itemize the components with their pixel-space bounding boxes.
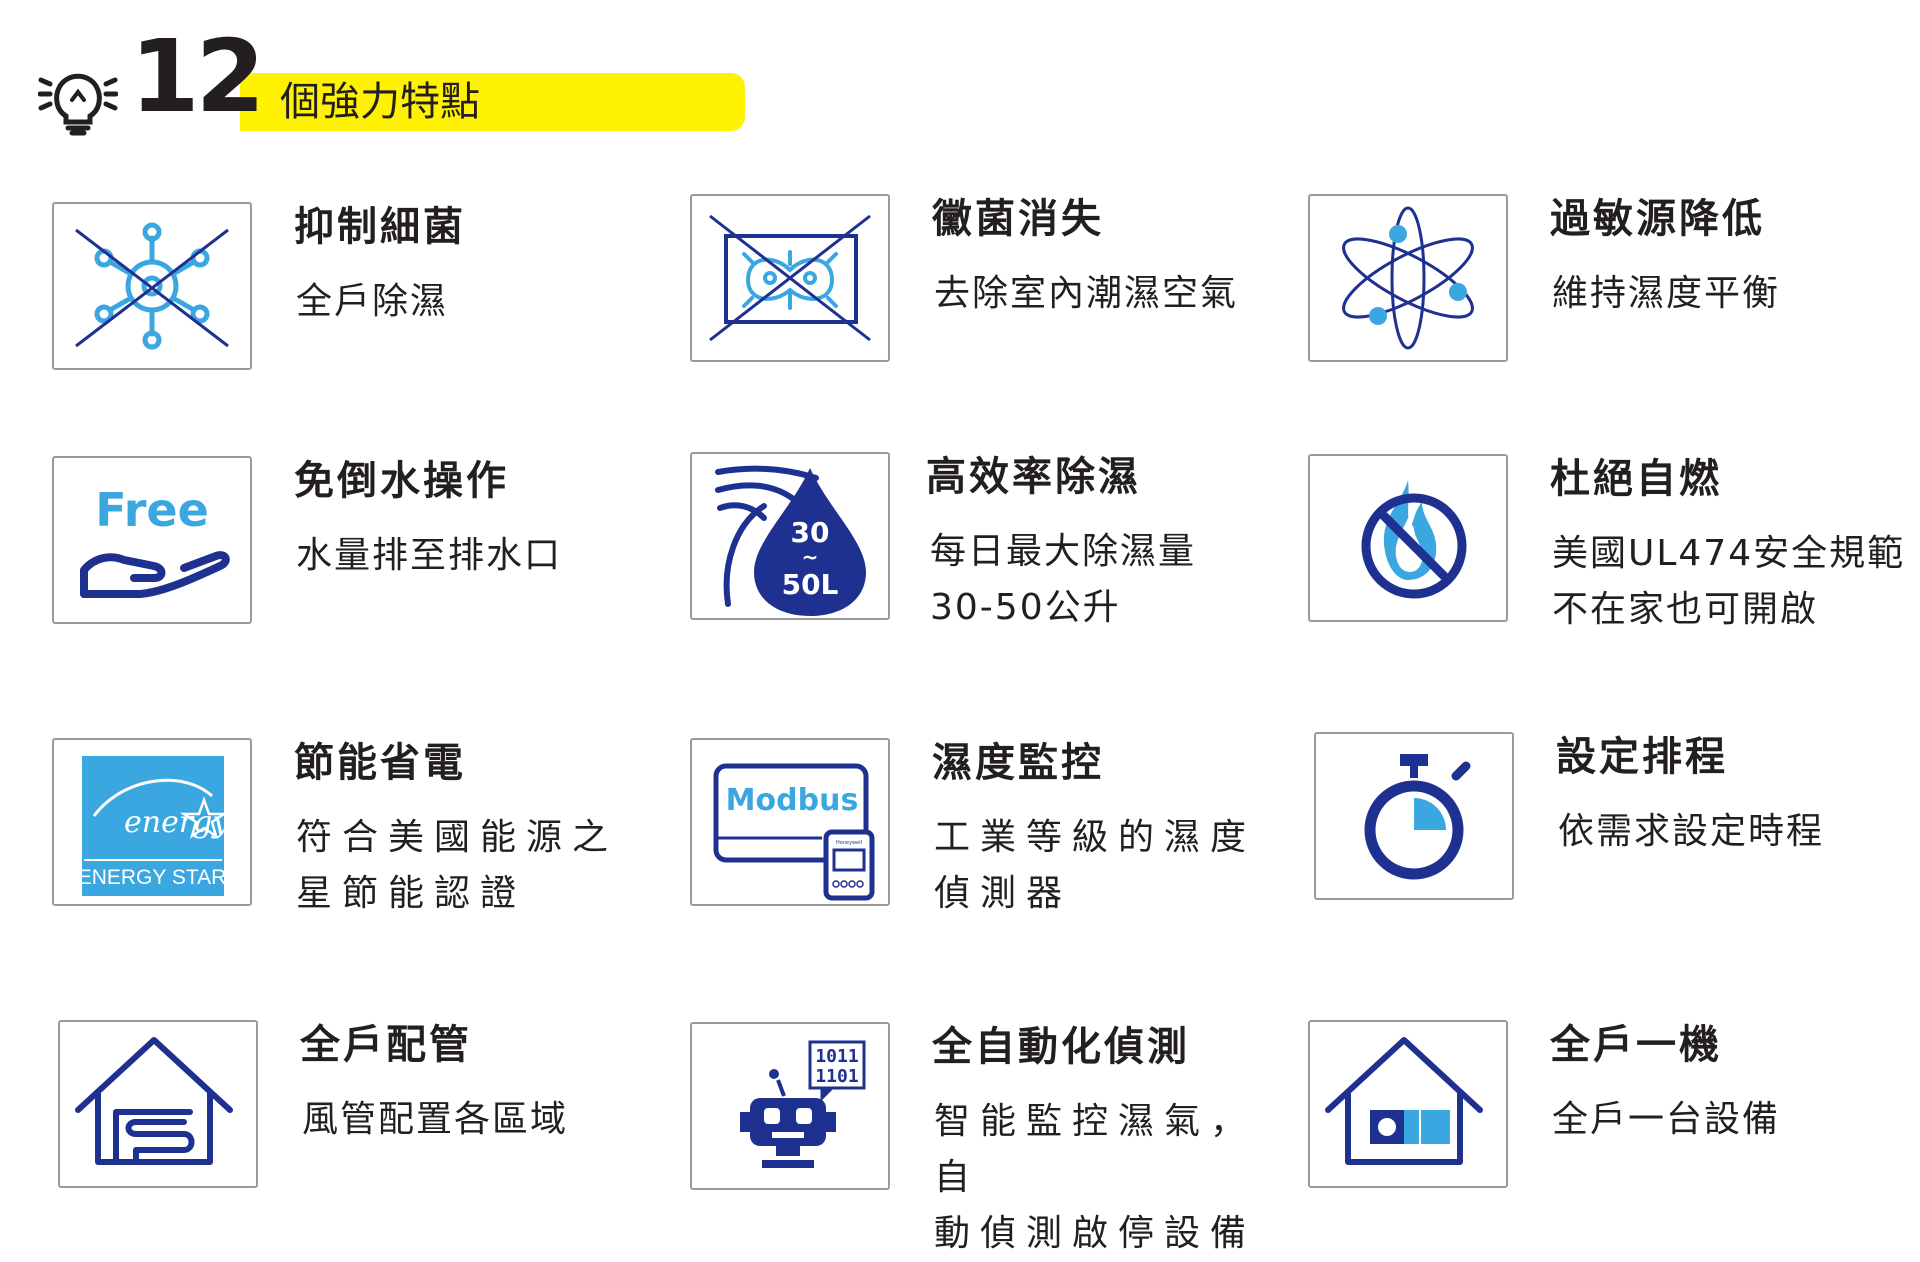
modbus-sensor-icon: Modbus Honeywell [713,763,875,901]
atom-icon [1342,206,1474,350]
feature-description: 去除室內潮濕空氣 [934,273,1239,314]
feature-icon-box [58,1020,258,1188]
no-mold-icon [709,214,871,342]
feature-title: 高效率除濕 [926,454,1141,500]
feature-icon-box [1308,1020,1508,1188]
feature-title: 設定排程 [1556,734,1728,780]
feature-title: 濕度監控 [932,740,1104,786]
feature-title: 全戶一機 [1550,1022,1722,1068]
svg-text:1011: 1011 [815,1046,858,1067]
energy-star-icon: energy ENERGY STAR [78,756,230,896]
feature-title: 全自動化偵測 [932,1024,1190,1070]
feature-description: 水量排至排水口 [296,535,563,576]
feature-description: 每日最大除濕量 30-50公升 [930,531,1197,628]
feature-mold-removal: 黴菌消失 去除室內潮濕空氣 [690,194,1290,424]
feature-description: 美國UL474安全規範 不在家也可開啟 [1552,533,1906,630]
feature-description: 智能監控濕氣，自 動偵測啟停設備 [934,1101,1257,1254]
svg-text:ENERGY STAR: ENERGY STAR [78,866,227,889]
feature-description: 符合美國能源之 星節能認證 [296,817,619,914]
house-unit-icon [1325,1037,1483,1165]
feature-suppress-bacteria: 抑制細菌 全戶除濕 [52,202,652,432]
svg-text:~: ~ [802,545,819,569]
feature-description: 風管配置各區域 [302,1099,569,1140]
feature-description: 依需求設定時程 [1558,811,1825,852]
feature-title: 節能省電 [294,740,466,786]
svg-text:30: 30 [791,516,830,549]
feature-icon-box: 1011 1101 [690,1022,890,1190]
robot-icon: 1011 1101 [740,1040,866,1168]
no-bacteria-icon [75,222,229,350]
feature-high-efficiency: 30 ~ 50L 高效率除濕 每日最大除濕量 30-50公升 [690,452,1290,682]
svg-text:1101: 1101 [815,1066,858,1087]
feature-icon-box: Free [52,456,252,624]
feature-allergen-reduction: 過敏源降低 維持濕度平衡 [1308,194,1908,424]
feature-auto-detection: 1011 1101 全自動化偵測 智能監控濕氣，自 動偵測啟停設備 [690,1022,1290,1254]
feature-fire-safety: 杜絕自燃 美國UL474安全規範 不在家也可開啟 [1308,454,1908,684]
feature-title: 過敏源降低 [1550,196,1765,242]
feature-title: 全戶配管 [300,1022,472,1068]
svg-text:Honeywell: Honeywell [836,840,862,846]
svg-text:Modbus: Modbus [726,783,859,818]
lightbulb-icon [38,73,118,136]
feature-title: 抑制細菌 [294,204,466,250]
feature-one-unit-whole-house: 全戶一機 全戶一台設備 [1308,1020,1908,1250]
feature-count: 12 [130,18,265,135]
feature-title: 免倒水操作 [294,458,509,504]
feature-icon-box: energy ENERGY STAR [52,738,252,906]
feature-icon-box: 30 ~ 50L [690,452,890,620]
feature-icon-box: Modbus Honeywell [690,738,890,906]
feature-schedule: 設定排程 依需求設定時程 [1314,732,1914,962]
house-duct-icon [75,1037,233,1165]
feature-icon-box [1314,732,1514,900]
feature-energy-saving: energy ENERGY STAR 節能省電 符合美國能源之 星節能認證 [52,738,652,968]
feature-no-water-emptying: Free 免倒水操作 水量排至排水口 [52,456,652,686]
feature-description: 維持濕度平衡 [1552,273,1781,314]
feature-icon-box [690,194,890,362]
feature-icon-box [1308,454,1508,622]
feature-description: 工業等級的濕度 偵測器 [934,817,1257,914]
no-fire-icon [1361,480,1467,599]
header-title: 個強力特點 [280,79,480,125]
header-highlight-bar [240,73,745,131]
stopwatch-icon [1364,754,1471,880]
section-header: 12 個強力特點 [0,0,800,140]
free-label: Free [95,483,209,537]
feature-title: 杜絕自燃 [1550,456,1722,502]
svg-text:50L: 50L [782,568,839,601]
feature-humidity-monitoring: Modbus Honeywell 濕度監控 工業等級的濕度 偵測器 [690,738,1290,968]
feature-whole-house-ducting: 全戶配管 風管配置各區域 [58,1020,658,1250]
water-drop-capacity-icon: 30 ~ 50L [715,465,866,616]
free-hand-icon: Free [80,483,230,598]
feature-title: 黴菌消失 [932,196,1104,242]
feature-description: 全戶一台設備 [1552,1099,1781,1140]
feature-icon-box [52,202,252,370]
feature-description: 全戶除濕 [296,281,449,322]
feature-icon-box [1308,194,1508,362]
